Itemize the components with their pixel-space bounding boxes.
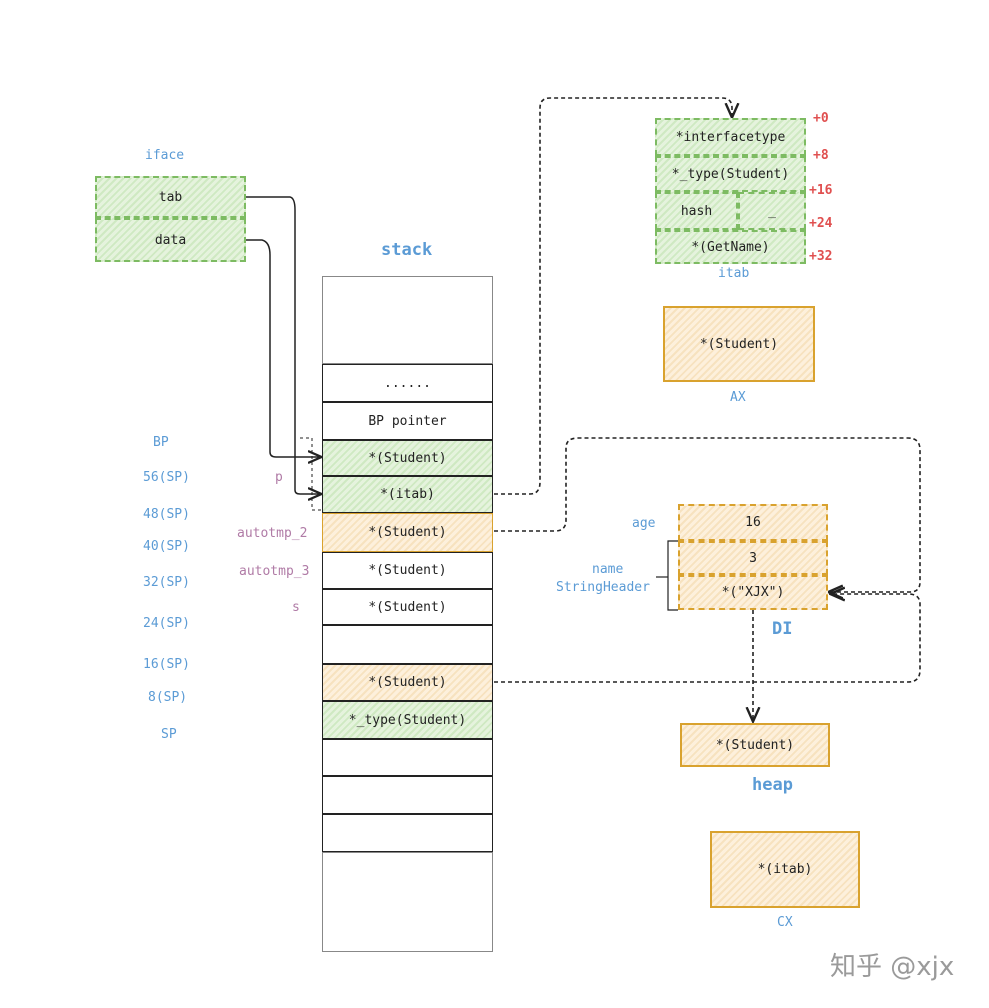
di-len-field: 3 (678, 541, 828, 575)
cx-register: *(itab) (710, 831, 860, 908)
var-autotmp2: autotmp_2 (237, 526, 308, 541)
itab-fun: *(GetName) (655, 230, 806, 264)
var-p: p (275, 470, 283, 485)
offset-bp: BP (153, 435, 169, 450)
itab-pointer-arrow (494, 97, 732, 495)
offset-8: 8(SP) (148, 690, 188, 705)
itab-offset-8: +8 (813, 148, 829, 163)
stack-cell-autotmp3: *(Student) (322, 552, 493, 589)
di-label: DI (772, 619, 793, 639)
itab-title: itab (718, 266, 750, 281)
iface-title: iface (145, 148, 185, 163)
heap-student: *(Student) (680, 723, 830, 767)
stack-cell-type: *_type(Student) (322, 701, 493, 739)
iface-data-field: data (95, 218, 246, 262)
stack-cell-bottom (322, 852, 493, 952)
itab-offset-16: +16 (809, 183, 833, 198)
stack-title: stack (381, 240, 433, 260)
iface-tab-field: tab (95, 176, 246, 218)
offset-48: 48(SP) (143, 507, 190, 522)
stack-cell-s: *(Student) (322, 589, 493, 625)
itab-interfacetype: *interfacetype (655, 118, 806, 156)
offset-16: 16(SP) (143, 657, 190, 672)
heap-label: heap (752, 775, 793, 795)
di-ptr-field: *("XJX") (678, 575, 828, 610)
di-age-label: age (632, 516, 656, 531)
ax-label: AX (730, 390, 746, 405)
stack-cell-empty-2 (322, 739, 493, 776)
stack-cell-autotmp2: *(Student) (322, 513, 493, 552)
offset-32: 32(SP) (143, 575, 190, 590)
itab-hash: hash (655, 192, 738, 230)
di-stringheader-label: StringHeader (556, 580, 650, 595)
offset-24: 24(SP) (143, 616, 190, 631)
itab-type: *_type(Student) (655, 156, 806, 192)
ax-register: *(Student) (663, 306, 815, 382)
offset-40: 40(SP) (143, 539, 190, 554)
autotmp2-to-di-arrow (494, 437, 921, 592)
stack-cell-bp-pointer: BP pointer (322, 402, 493, 440)
di-name-label: name (592, 562, 624, 577)
var-autotmp3: autotmp_3 (239, 564, 310, 579)
stack-cell-top (322, 276, 493, 364)
stack-cell-itab: *(itab) (322, 476, 493, 513)
tab-to-itab-arrow (246, 196, 320, 494)
stack-cell-student-arg: *(Student) (322, 664, 493, 701)
itab-padding: _ (738, 192, 806, 230)
stack-cell-empty-4 (322, 814, 493, 852)
stack-cell-empty-3 (322, 776, 493, 814)
stack-cell-ellipsis: ...... (322, 364, 493, 402)
offset-56: 56(SP) (143, 470, 190, 485)
watermark: 知乎 @xjx (830, 952, 955, 982)
itab-offset-32: +32 (809, 249, 833, 264)
itab-offset-24: +24 (809, 216, 833, 231)
data-to-student-arrow (246, 239, 320, 457)
var-s: s (292, 600, 300, 615)
di-age-field: 16 (678, 504, 828, 541)
itab-offset-0: +0 (813, 111, 829, 126)
stack-cell-p-student: *(Student) (322, 440, 493, 476)
offset-sp: SP (161, 727, 177, 742)
cx-label: CX (777, 915, 793, 930)
stack-student-to-di-arrow (494, 594, 921, 683)
stack-cell-empty-1 (322, 625, 493, 664)
